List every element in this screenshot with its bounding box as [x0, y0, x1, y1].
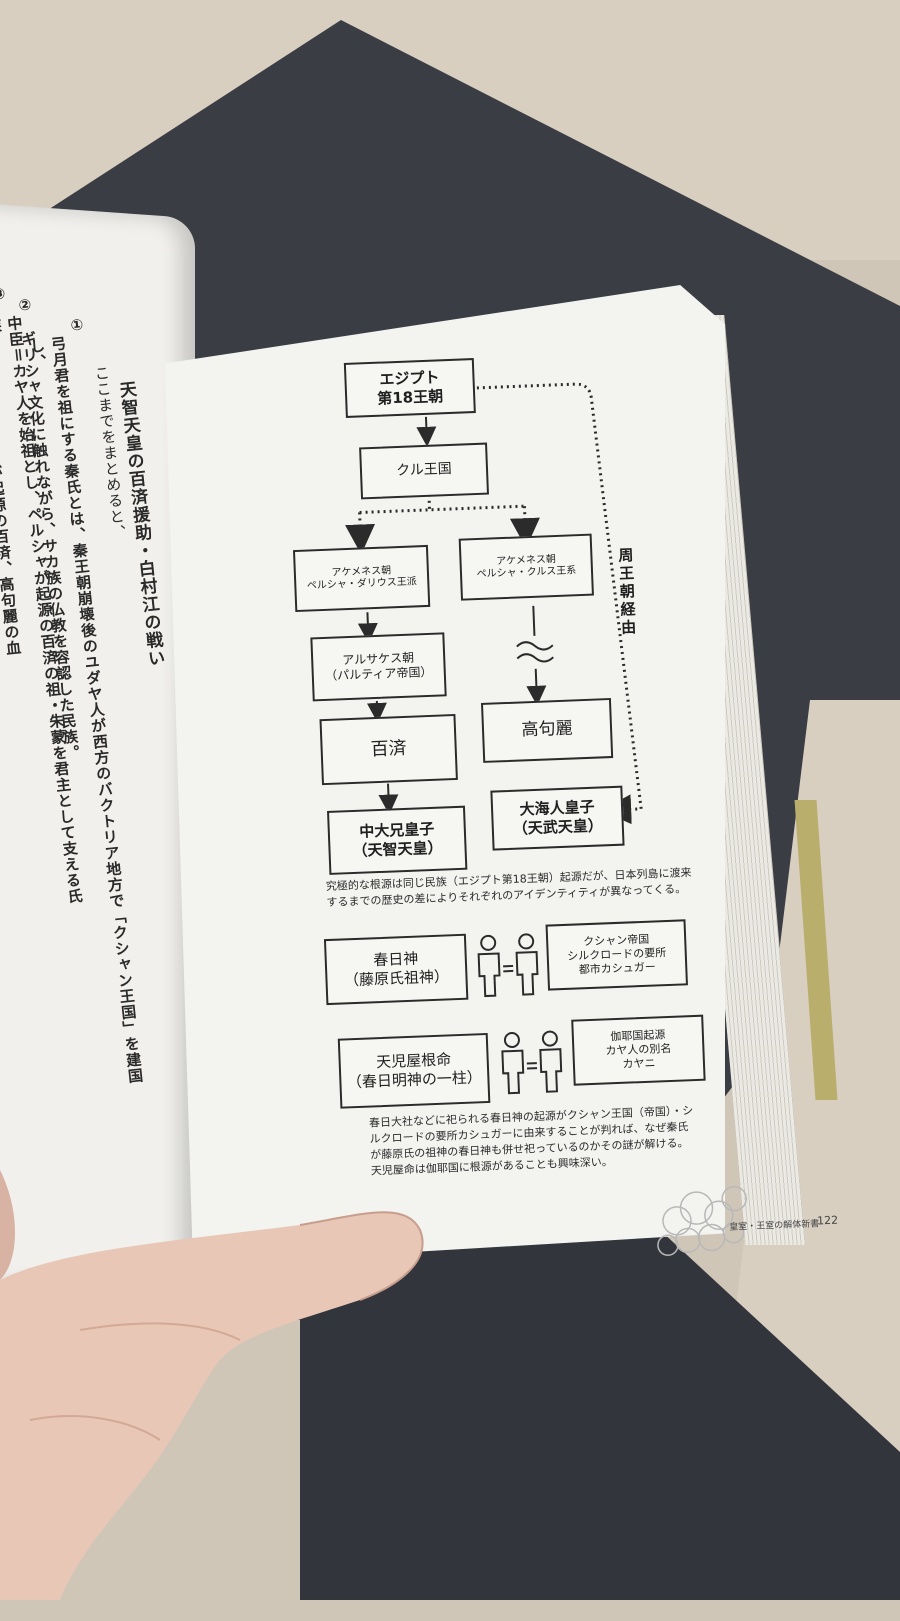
box-kushan: クシャン帝国 シルクロードの要所 都市カシュガー	[546, 919, 688, 990]
box-kuru: クル王国	[359, 443, 489, 500]
box-gaya: 伽耶国起源 カヤ人の別名 カヤニ	[571, 1015, 705, 1086]
arrow-egypt-kuru	[426, 417, 427, 439]
equal-persons-icon	[472, 931, 544, 1000]
arrow-arsacid-baekje	[377, 701, 378, 715]
box-egypt: エジプト 第18王朝	[344, 358, 476, 418]
box-goguryeo: 高句麗	[481, 698, 613, 763]
box-baekje: 百済	[319, 714, 457, 785]
box-oama: 大海人皇子 （天武天皇）	[490, 786, 624, 851]
box-kasuga: 春日神 （藤原氏祖神）	[324, 934, 468, 1005]
dotted-left-branch	[360, 512, 361, 542]
label-zhou-route: 周王朝経由	[615, 547, 639, 638]
box-amenokoyane: 天児屋根命 （春日明神の一柱）	[338, 1033, 491, 1109]
box-nakano-oe: 中大兄皇子 （天智天皇）	[327, 806, 467, 875]
wave-break	[517, 641, 554, 662]
arrow-darius-arsacid	[367, 612, 368, 635]
box-arsacid: アルサケス朝 （パルティア帝国）	[310, 632, 446, 701]
arrow-to-goguryeo	[536, 669, 537, 698]
hand	[0, 1170, 900, 1600]
line-cyrus-down	[533, 606, 534, 636]
box-achaemenid-cyrus: アケメネス朝 ペルシャ・クルス王系	[459, 534, 594, 601]
box-achaemenid-darius: アケメネス朝 ペルシャ・ダリウス王派	[293, 545, 430, 612]
equal-persons-icon-2	[496, 1028, 568, 1097]
dotted-right-branch	[524, 506, 525, 536]
arrow-baekje-nakano	[388, 784, 389, 807]
